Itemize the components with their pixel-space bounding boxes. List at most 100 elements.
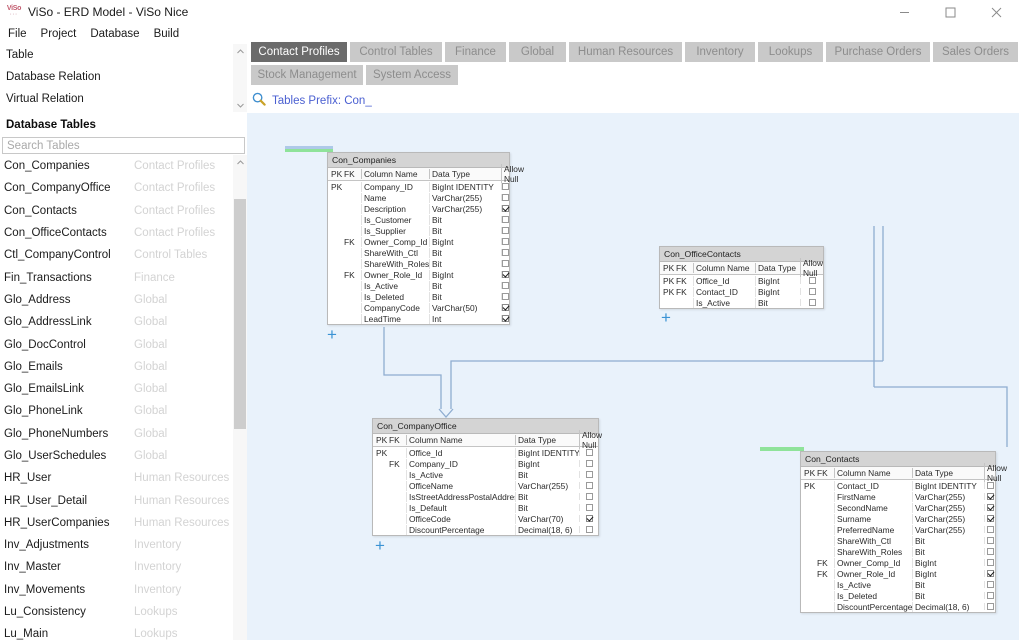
tab-lookups[interactable]: Lookups <box>758 42 823 62</box>
add-column-icon[interactable]: + <box>375 536 385 555</box>
allow-null-checkbox[interactable] <box>986 537 994 544</box>
allow-null-checkbox[interactable] <box>986 548 994 555</box>
maximize-icon[interactable] <box>927 0 973 24</box>
allow-null-checkbox[interactable] <box>808 288 816 295</box>
menu-item-file[interactable]: File <box>8 28 27 40</box>
allow-null-checkbox[interactable] <box>986 482 994 489</box>
tab-stock-management[interactable]: Stock Management <box>251 65 363 85</box>
tool-item-virtual-relation[interactable]: Virtual Relation <box>6 93 84 105</box>
add-column-icon[interactable]: + <box>661 308 671 327</box>
table-list-scroll-thumb[interactable] <box>234 199 246 429</box>
close-icon[interactable] <box>973 0 1019 24</box>
tab-human-resources[interactable]: Human Resources <box>569 42 682 62</box>
allow-null-checkbox[interactable] <box>986 493 994 500</box>
tab-control-tables[interactable]: Control Tables <box>350 42 442 62</box>
search-tables-input[interactable] <box>2 137 245 154</box>
allow-null-checkbox[interactable] <box>585 460 593 467</box>
menu-item-database[interactable]: Database <box>90 28 140 40</box>
allow-null-checkbox[interactable] <box>585 526 593 533</box>
allow-null-checkbox[interactable] <box>502 315 509 322</box>
tab-purchase-orders[interactable]: Purchase Orders <box>826 42 930 62</box>
allow-null-checkbox[interactable] <box>502 216 509 223</box>
allow-null-checkbox[interactable] <box>585 482 593 489</box>
column-data-type: Bit <box>429 225 501 236</box>
allow-null-checkbox[interactable] <box>808 277 816 284</box>
table-list-scrollbar[interactable] <box>233 155 247 640</box>
menu-item-project[interactable]: Project <box>40 28 77 40</box>
minimize-icon[interactable] <box>881 0 927 24</box>
tab-contact-profiles[interactable]: Contact Profiles <box>251 42 347 62</box>
menu-item-build[interactable]: Build <box>153 28 180 40</box>
allow-null-checkbox[interactable] <box>986 592 994 599</box>
tool-item-database-relation[interactable]: Database Relation <box>6 71 101 83</box>
allow-null-checkbox[interactable] <box>502 183 509 190</box>
tab-sales-orders[interactable]: Sales Orders <box>933 42 1018 62</box>
allow-null-checkbox[interactable] <box>502 194 509 201</box>
allow-null-checkbox[interactable] <box>986 570 994 577</box>
tab-inventory[interactable]: Inventory <box>685 42 755 62</box>
tool-item-table[interactable]: Table <box>6 49 34 61</box>
allow-null-checkbox[interactable] <box>986 515 994 522</box>
allow-null-checkbox[interactable] <box>502 249 509 256</box>
allow-null-checkbox[interactable] <box>502 282 509 289</box>
allow-null-checkbox[interactable] <box>502 304 509 311</box>
tools-scrollbar[interactable] <box>233 44 247 112</box>
allow-null-checkbox[interactable] <box>502 205 509 212</box>
allow-null-checkbox[interactable] <box>585 493 593 500</box>
allow-null-checkbox[interactable] <box>986 504 994 511</box>
scroll-up-icon[interactable] <box>233 44 247 58</box>
allow-null-cell <box>800 299 823 306</box>
allow-null-checkbox[interactable] <box>585 471 593 478</box>
allow-null-checkbox[interactable] <box>502 260 509 267</box>
allow-null-checkbox[interactable] <box>502 227 509 234</box>
allow-null-checkbox[interactable] <box>986 526 994 533</box>
tab-finance[interactable]: Finance <box>445 42 506 62</box>
scroll-down-icon[interactable] <box>233 98 247 112</box>
allow-null-checkbox[interactable] <box>585 515 593 522</box>
list-scroll-up-icon[interactable] <box>233 155 247 169</box>
allow-null-checkbox[interactable] <box>986 603 994 610</box>
allow-null-checkbox[interactable] <box>502 271 509 278</box>
tab-system-access[interactable]: System Access <box>366 65 458 85</box>
allow-null-checkbox[interactable] <box>986 559 994 566</box>
allow-null-cell <box>984 493 995 500</box>
allow-null-checkbox[interactable] <box>585 504 593 511</box>
tab-global[interactable]: Global <box>509 42 566 62</box>
allow-null-checkbox[interactable] <box>502 238 509 245</box>
allow-null-checkbox[interactable] <box>986 581 994 588</box>
allow-null-checkbox[interactable] <box>585 449 593 456</box>
allow-null-checkbox[interactable] <box>808 299 816 306</box>
add-column-icon[interactable]: + <box>327 325 337 344</box>
allow-null-checkbox[interactable] <box>502 293 509 300</box>
